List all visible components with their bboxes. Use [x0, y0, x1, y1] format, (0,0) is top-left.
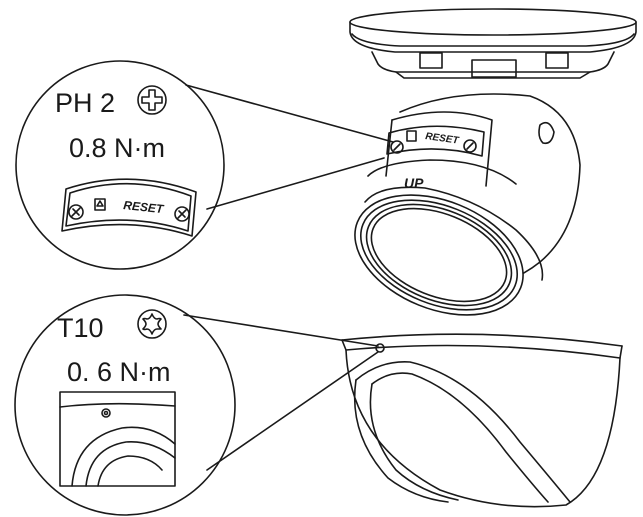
lower-torque-label: 0. 6 N·m — [67, 357, 171, 387]
leader-line — [185, 84, 394, 143]
upper-torque-label: 0.8 N·m — [69, 133, 166, 163]
leader-line — [183, 314, 379, 347]
lower-detail-callout — [14, 294, 379, 516]
camera-head: RESET UP — [354, 93, 581, 316]
upper-detail-callout — [15, 60, 394, 270]
dome-screw-detail — [59, 391, 176, 487]
upper-driver-label: PH 2 — [55, 88, 116, 118]
reset-label-detail: RESET — [123, 198, 166, 216]
lower-driver-label: T10 — [57, 313, 104, 343]
dome-cover — [341, 333, 623, 508]
reset-label: RESET — [425, 131, 460, 147]
phillips-screwdriver-icon — [137, 85, 167, 115]
reset-plate-detail: RESET — [61, 178, 197, 237]
mounting-base — [349, 8, 637, 79]
up-marking: UP — [404, 175, 424, 191]
leader-line — [206, 157, 385, 210]
torx-screwdriver-icon — [137, 309, 167, 339]
leader-line — [206, 351, 379, 471]
